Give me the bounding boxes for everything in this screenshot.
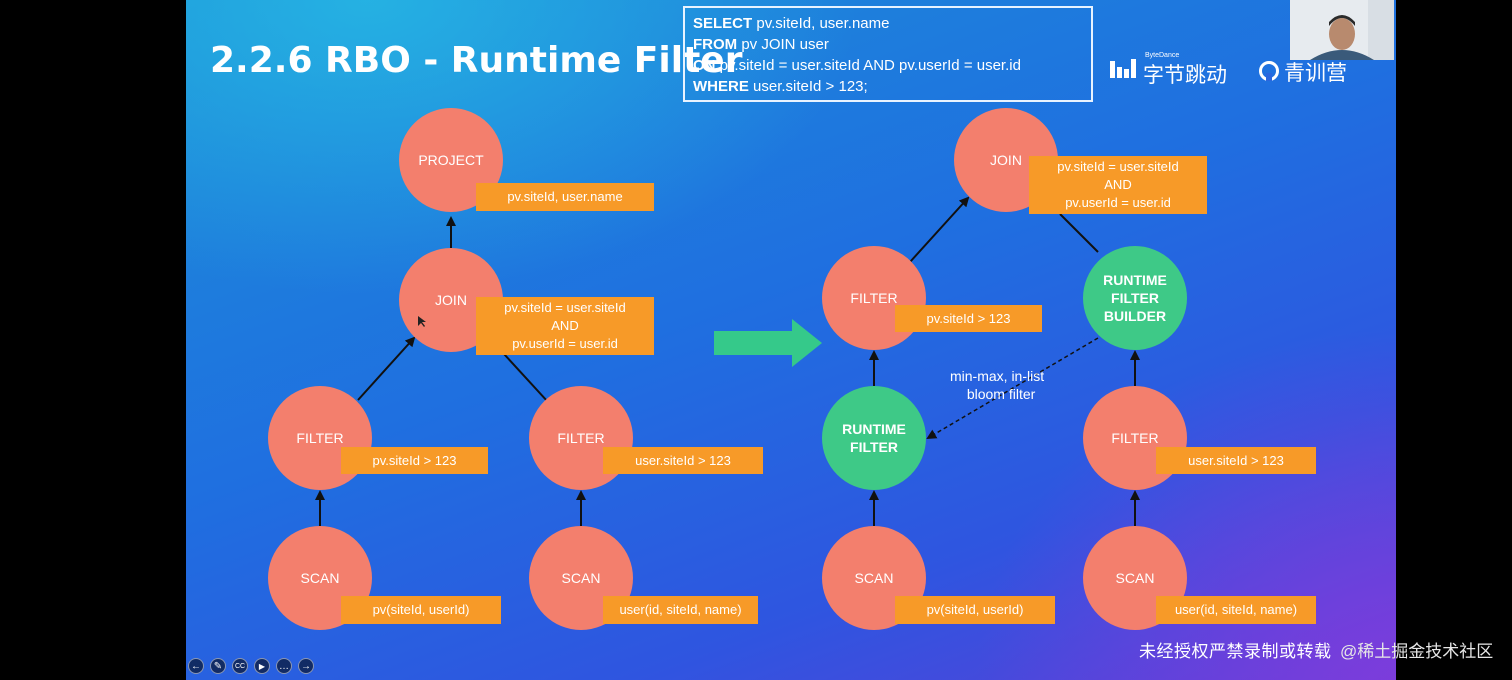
node-name: PROJECT	[418, 152, 484, 168]
bytedance-mark-icon	[1110, 59, 1136, 78]
sql-text: pv JOIN user	[737, 36, 829, 53]
left-project-label: pv.siteId, user.name	[476, 183, 654, 211]
sql-line-on: ON pv.siteId = user.siteId AND pv.userId…	[693, 55, 1083, 76]
right-join-condition-label: pv.siteId = user.siteId AND pv.userId = …	[1029, 156, 1207, 214]
right-scan-pv-label: pv(siteId, userId)	[895, 596, 1055, 624]
camp-name: 青训营	[1284, 62, 1347, 85]
right-filter-pv-node: FILTER	[822, 246, 926, 350]
left-join-condition-label: pv.siteId = user.siteId AND pv.userId = …	[476, 297, 654, 355]
edge-builder-to-runtime-filter-dashed	[926, 337, 1099, 440]
condition-line: pv.siteId = user.siteId	[504, 300, 626, 315]
node-name: JOIN	[435, 292, 467, 308]
sql-keyword: FROM	[693, 36, 738, 53]
forward-icon[interactable]: →	[298, 658, 314, 674]
node-name: SCAN	[300, 570, 340, 586]
note-line: bloom filter	[966, 386, 1036, 402]
node-name-line: RUNTIME	[842, 421, 906, 437]
sql-text: pv.siteId, user.name	[752, 15, 890, 32]
presenter-webcam	[1290, 0, 1394, 60]
left-scan-user-label: user(id, siteId, name)	[603, 596, 758, 624]
pen-icon[interactable]: ✎	[210, 658, 226, 674]
bytedance-name: 字节跳动	[1143, 64, 1227, 87]
condition-line: pv.userId = user.id	[1065, 195, 1171, 210]
note-line: min-max, in-list	[950, 368, 1045, 384]
slide: 2.2.6 RBO - Runtime Filter SELECT pv.sit…	[186, 0, 1396, 680]
camp-logo-icon	[1259, 61, 1279, 81]
left-filter-user-node: FILTER	[529, 386, 633, 490]
right-filter-pv-label: pv.siteId > 123	[895, 305, 1042, 332]
node-name-line: FILTER	[850, 439, 898, 455]
edge-filter-pv-to-join	[357, 336, 416, 401]
node-name: FILTER	[296, 430, 344, 446]
transform-arrow-icon	[714, 319, 822, 367]
sql-line-where: WHERE user.siteId > 123;	[693, 76, 1083, 97]
node-name: SCAN	[854, 570, 894, 586]
left-filter-pv-label: pv.siteId > 123	[341, 447, 488, 474]
right-filter-user-node: FILTER	[1083, 386, 1187, 490]
node-name: FILTER	[850, 290, 898, 306]
runtime-filter-builder-node: RUNTIME FILTER BUILDER	[1083, 246, 1187, 350]
sql-query-box: SELECT pv.siteId, user.name FROM pv JOIN…	[683, 6, 1093, 102]
mouse-cursor-icon	[418, 316, 426, 327]
sql-keyword: SELECT	[693, 15, 753, 32]
node-name: FILTER	[1111, 430, 1159, 446]
left-filter-pv-node: FILTER	[268, 386, 372, 490]
node-name: FILTER	[557, 430, 605, 446]
copyright-watermark: 未经授权严禁录制或转载	[1139, 642, 1332, 661]
sql-text: user.siteId > 123;	[748, 78, 868, 95]
plan-edges	[315, 196, 1140, 526]
node-name-line: BUILDER	[1103, 308, 1167, 324]
slide-title: 2.2.6 RBO - Runtime Filter	[210, 40, 743, 81]
sql-keyword: ON	[693, 57, 716, 74]
node-name-line: FILTER	[1111, 290, 1159, 306]
condition-line: AND	[551, 318, 579, 333]
condition-line: pv.userId = user.id	[512, 336, 618, 351]
condition-line: pv.siteId = user.siteId	[1057, 159, 1179, 174]
right-filter-user-label: user.siteId > 123	[1156, 447, 1316, 474]
video-icon[interactable]: ▶	[254, 658, 270, 674]
more-icon[interactable]: …	[276, 658, 292, 674]
right-scan-user-label: user(id, siteId, name)	[1156, 596, 1316, 624]
edge-join-to-builder	[1059, 213, 1099, 253]
left-filter-user-label: user.siteId > 123	[603, 447, 763, 474]
node-name: SCAN	[561, 570, 601, 586]
sql-line-from: FROM pv JOIN user	[693, 34, 1083, 55]
platform-watermark: @稀土掘金技术社区	[1340, 642, 1494, 661]
sql-keyword: WHERE	[693, 78, 749, 95]
node-name: SCAN	[1115, 570, 1155, 586]
edge-join-to-filter-user	[503, 353, 549, 403]
back-icon[interactable]: ←	[188, 658, 204, 674]
sql-line-select: SELECT pv.siteId, user.name	[693, 13, 1083, 34]
edge-filter-pv-to-join-right	[909, 196, 970, 263]
runtime-filter-types-note: min-max, in-list bloom filter	[950, 367, 1044, 403]
presenter-avatar	[1290, 0, 1394, 60]
captions-icon[interactable]: CC	[232, 658, 248, 674]
runtime-filter-node: RUNTIME FILTER	[822, 386, 926, 490]
condition-line: AND	[1104, 177, 1132, 192]
node-name-line: RUNTIME	[1103, 272, 1167, 288]
player-toolbar: ← ✎ CC ▶ … →	[188, 658, 314, 674]
bytedance-small-text: ByteDance	[1145, 52, 1180, 59]
left-scan-pv-label: pv(siteId, userId)	[341, 596, 501, 624]
sql-text: pv.siteId = user.siteId AND pv.userId = …	[715, 57, 1021, 74]
node-name: JOIN	[990, 152, 1022, 168]
